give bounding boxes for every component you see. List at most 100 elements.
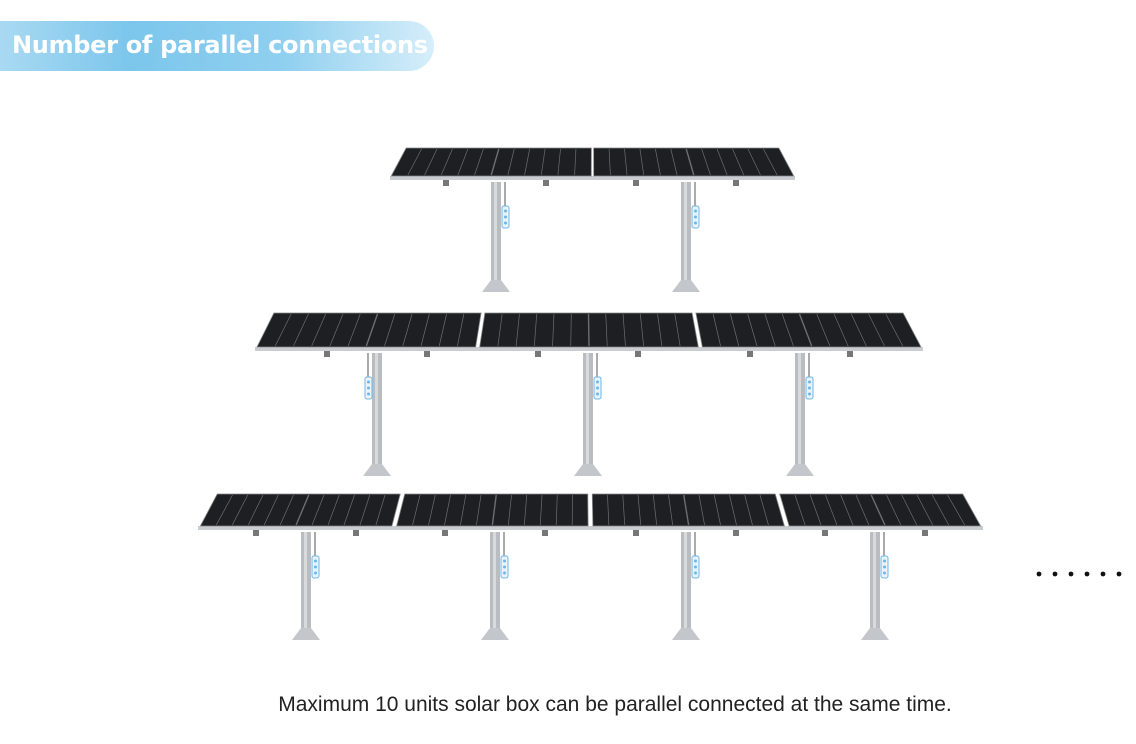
cell-line (639, 313, 645, 347)
controller-indicator (694, 565, 697, 569)
solar-panel (779, 493, 982, 527)
cell-line (759, 494, 769, 526)
pole-base (363, 464, 391, 476)
cell-line (476, 494, 482, 526)
solar-panel (695, 312, 922, 348)
cell-line (327, 494, 340, 526)
section-title: Number of parallel connections (12, 31, 428, 59)
cell-line (931, 494, 950, 526)
mount-bracket (253, 530, 259, 536)
cell-line (744, 494, 753, 526)
cell-line (274, 313, 292, 347)
pole-highlight (493, 532, 496, 634)
cell-line (901, 494, 918, 526)
cell-line (622, 313, 626, 347)
cell-line (809, 494, 822, 526)
cell-line (555, 494, 558, 526)
section-title-banner: Number of parallel connections (0, 21, 434, 71)
cell-line (343, 494, 355, 526)
support-pole (786, 353, 814, 476)
cell-line (474, 148, 484, 176)
cell-line (855, 494, 870, 526)
mount-bracket (542, 530, 548, 536)
caption: Maximum 10 units solar box can be parall… (278, 693, 952, 716)
cell-line (685, 148, 695, 176)
mount-bracket (442, 530, 448, 536)
cell-line (624, 148, 628, 176)
cell-line (764, 313, 776, 347)
cell-line (523, 494, 528, 526)
cell-line (329, 313, 344, 347)
cell-line (311, 313, 327, 347)
controller-indicator (314, 565, 317, 569)
continuation-dot (1052, 571, 1058, 577)
cell-line (295, 494, 310, 526)
mount-bracket (733, 530, 739, 536)
cell-line (263, 494, 279, 526)
cell-line (885, 313, 904, 347)
solar-row-3-units (198, 493, 983, 640)
controller-indicator (694, 215, 697, 219)
support-pole (363, 353, 391, 476)
pole-base (786, 464, 814, 476)
pole-base (482, 280, 510, 292)
cell-line (639, 148, 645, 176)
support-pole (672, 182, 700, 292)
solar-panel (591, 493, 785, 527)
cell-line (438, 313, 447, 347)
mount-bracket (922, 530, 928, 536)
mount-bracket (633, 180, 639, 186)
cell-line (607, 494, 610, 526)
controller-indicator (314, 571, 317, 575)
cell-line (732, 148, 745, 176)
cell-line (540, 148, 546, 176)
cell-line (533, 313, 538, 347)
cell-line (850, 313, 867, 347)
solar-row-1-units (390, 147, 795, 292)
pole-highlight (494, 182, 497, 286)
cell-line (698, 494, 705, 526)
controller-indicator (504, 215, 507, 219)
controller-indicator (883, 559, 886, 563)
cell-line (247, 494, 264, 526)
pole-base (861, 628, 889, 640)
cell-line (507, 494, 512, 526)
mount-bracket (847, 351, 853, 357)
solar-panel-surface (779, 493, 982, 527)
controller-indicator (694, 559, 697, 563)
pole-highlight (684, 182, 687, 286)
cell-line (605, 313, 608, 347)
mount-bracket (635, 351, 641, 357)
cell-line (670, 148, 678, 176)
solar-panel-surface (695, 312, 922, 348)
cell-line (870, 494, 886, 526)
cell-line (916, 494, 934, 526)
controller-indicator (808, 386, 811, 390)
controller-indicator (504, 209, 507, 213)
continuation-dot (1084, 571, 1090, 577)
cell-line (524, 148, 530, 176)
controller-indicator (694, 221, 697, 225)
cell-line (868, 313, 885, 347)
cell-line (444, 494, 451, 526)
cell-line (552, 313, 555, 347)
cell-line (457, 148, 469, 176)
cell-line (375, 494, 386, 526)
cell-line (428, 494, 436, 526)
controller-indicator (367, 386, 370, 390)
cell-line (384, 313, 396, 347)
support-pole (481, 532, 509, 640)
pole-highlight (304, 532, 307, 634)
panel-frame-rail (198, 526, 983, 530)
controller-indicator (596, 386, 599, 390)
solar-panel-surface (256, 312, 482, 348)
cell-line (747, 313, 758, 347)
cell-line (490, 148, 500, 176)
cell-line (637, 494, 642, 526)
cell-line (781, 313, 794, 347)
solar-panel-surface (390, 147, 592, 177)
cell-line (816, 313, 831, 347)
controller-indicator (694, 209, 697, 213)
solar-panel-surface (199, 493, 401, 527)
solar-panel (479, 312, 699, 348)
